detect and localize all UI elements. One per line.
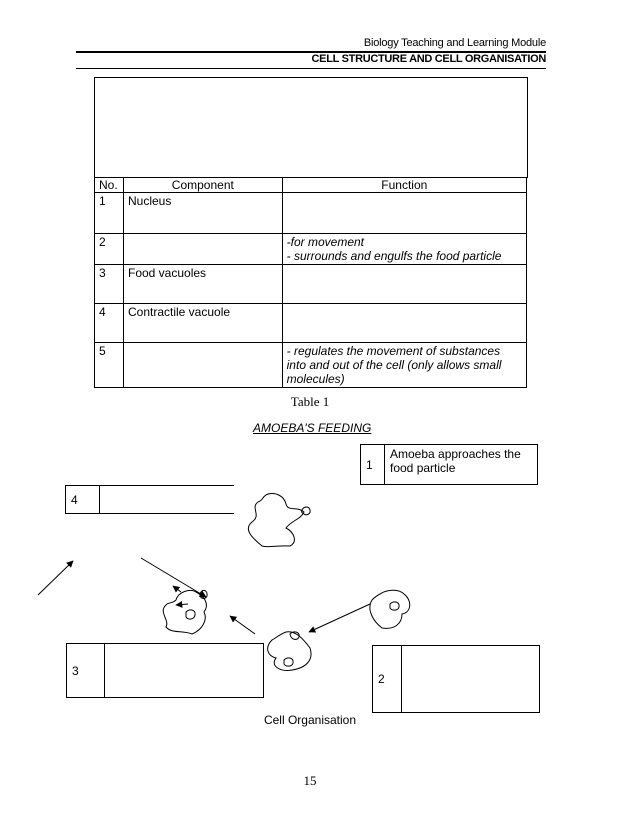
step-box-3: 3 [66,643,264,698]
food-particle [301,506,311,516]
food-particle [185,609,196,620]
step-box-2: 2 [372,645,540,713]
arrow [308,603,371,633]
header-no: No. [94,177,124,193]
amoeba-outline [162,589,207,635]
diagram-label: Cell Organisation [263,713,357,727]
vacuole [289,631,300,640]
row-number: 5 [94,342,124,388]
function-cell: -for movement - surrounds and engulfs th… [281,233,528,265]
table-caption: Table 1 [290,394,330,409]
step-text: Amoeba approaches the food particle [390,447,521,475]
step-number: 3 [67,644,105,697]
row-number: 3 [94,264,124,304]
function-table: No. Component Function 1 Nucleus 2 -for … [94,177,528,388]
module-subtitle: CELL STRUCTURE AND CELL ORGANISATION [311,53,547,65]
amoeba-outline [369,589,411,629]
table-row: 5 - regulates the movement of substances… [94,342,528,388]
function-cell: - regulates the movement of substances i… [281,342,528,388]
arrow [175,600,189,608]
arrow [172,585,182,593]
diagram-space [94,77,528,178]
food-particle [389,601,400,611]
step-box-1: 1 Amoeba approaches the food particle [360,444,538,485]
header-rule [76,51,546,53]
amoeba-outline [267,631,312,671]
arrow [229,615,256,635]
component-cell: Contractile vacuole [122,303,283,343]
component-cell: Food vacuoles [122,264,283,304]
table-row: 2 -for movement - surrounds and engulfs … [94,233,528,265]
header-component: Component [122,177,283,193]
row-number: 1 [94,192,124,234]
amoeba-outline [247,493,305,548]
section-subheading: AMOEBA'S FEEDING [253,421,372,435]
arrow [37,560,74,596]
step-number: 1 [361,445,385,484]
table-header-row: No. Component Function [94,177,528,193]
module-title: Biology Teaching and Learning Module [363,37,546,49]
food-particle [283,657,294,667]
step-number: 4 [66,486,100,513]
header-rule-thin [76,68,546,69]
page-number: 15 [303,773,317,788]
step-box-4: 4 [65,485,234,514]
arrow [140,557,207,598]
step-number: 2 [373,646,402,712]
row-number: 2 [94,233,124,265]
